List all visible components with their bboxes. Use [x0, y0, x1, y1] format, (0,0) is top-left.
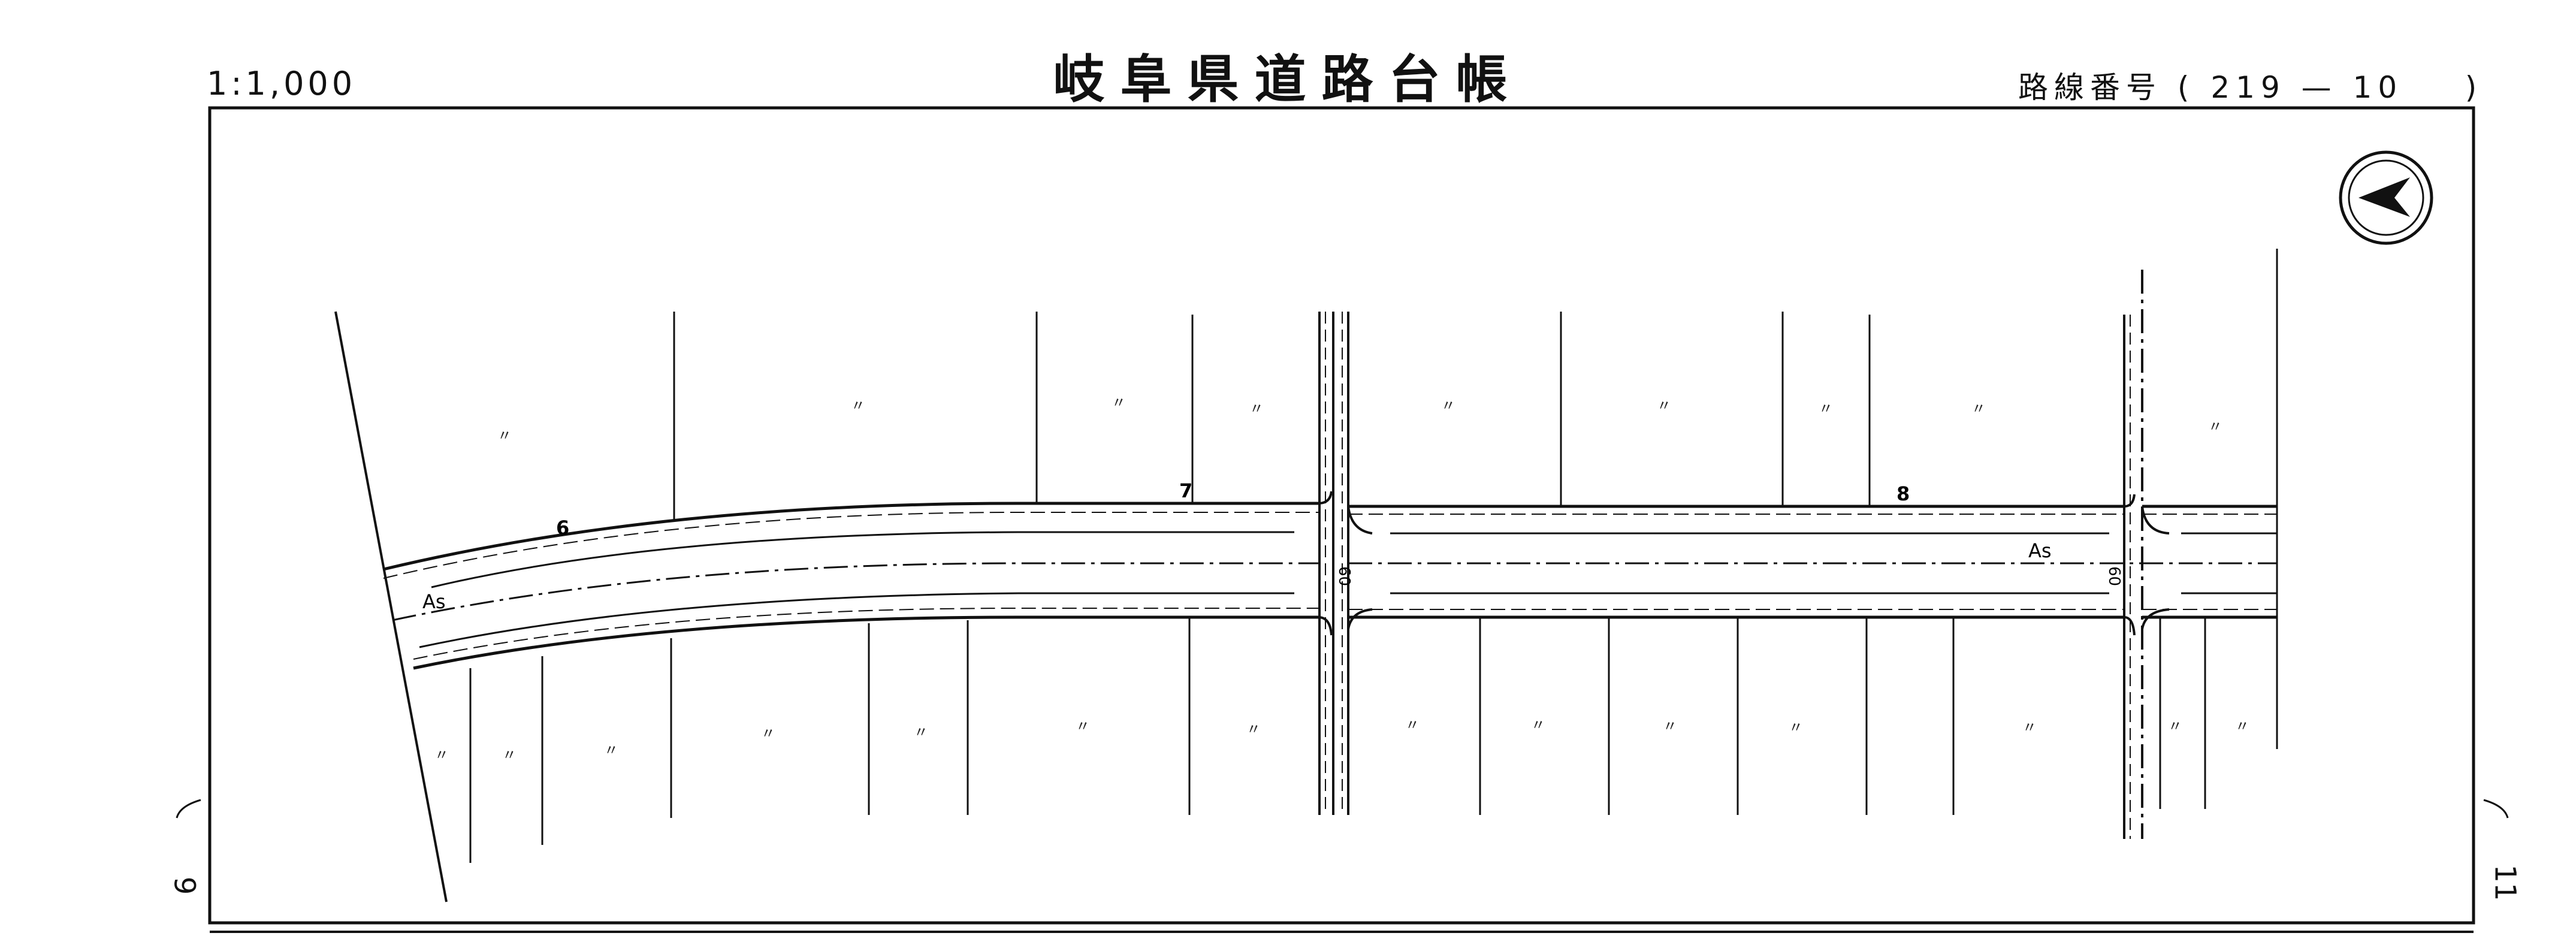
parcel-mark: 〃 — [1112, 394, 1126, 411]
road-outline — [383, 491, 2277, 670]
parcel-mark: 〃 — [1405, 717, 1420, 733]
parcel-mark: 〃 — [1246, 721, 1261, 738]
route-close-paren: ) — [2465, 70, 2483, 105]
right-page-marker: 11 — [2488, 864, 2522, 901]
cross-road-label: 60 — [1335, 566, 1353, 586]
pavement-label: As — [422, 590, 446, 613]
right-margin-bracket — [2483, 799, 2509, 819]
route-label: 路線番号 — [2018, 70, 2162, 105]
route-number-block: 路線番号 ( 219 — 10 ) — [2018, 64, 2483, 107]
parcel-mark: 〃 — [2208, 418, 2222, 435]
station-label: 6 — [556, 517, 569, 539]
lot-lines — [469, 312, 2206, 863]
parcel-mark: 〃 — [1531, 717, 1545, 733]
cross-road-2 — [2123, 249, 2278, 839]
parcel-mark: 〃 — [1657, 397, 1671, 414]
north-arrow-icon — [2339, 150, 2433, 245]
route-open-paren: ( — [2177, 70, 2196, 105]
cross-road-1 — [1318, 312, 1349, 815]
map-frame — [208, 106, 2475, 925]
parcel-mark: 〃 — [2168, 718, 2182, 735]
cross-road-label: 60 — [2105, 566, 2123, 586]
parcel-mark: 〃 — [851, 397, 865, 414]
page-title: 岐阜県道路台帳 — [1053, 50, 1523, 110]
parcel-mark: 〃 — [1819, 400, 1833, 417]
parcel-mark: 〃 — [2022, 719, 2037, 736]
pavement-label: As — [2028, 539, 2052, 562]
left-margin-bracket — [176, 799, 201, 819]
scale-label: 1:1,000 — [207, 65, 357, 102]
parcel-mark: 〃 — [2235, 718, 2249, 735]
parcel-mark: 〃 — [914, 724, 928, 741]
parcel-mark: 〃 — [497, 427, 512, 444]
parcel-mark: 〃 — [1789, 719, 1803, 736]
station-label: 7 — [1179, 479, 1192, 502]
route-number: 219 — 10 — [2210, 70, 2403, 105]
parcel-mark: 〃 — [502, 747, 517, 763]
parcel-mark: 〃 — [434, 747, 449, 763]
left-page-marker: 9 — [167, 876, 201, 895]
parcel-mark: 〃 — [1663, 718, 1677, 735]
parcel-mark: 〃 — [1971, 400, 1986, 417]
station-label: 8 — [1896, 482, 1910, 505]
parcel-mark: 〃 — [1249, 400, 1264, 417]
parcel-mark: 〃 — [1076, 718, 1090, 735]
left-boundary-line — [334, 311, 448, 902]
parcel-mark: 〃 — [1441, 397, 1455, 414]
parcel-mark: 〃 — [604, 742, 618, 759]
parcel-mark: 〃 — [761, 725, 775, 742]
